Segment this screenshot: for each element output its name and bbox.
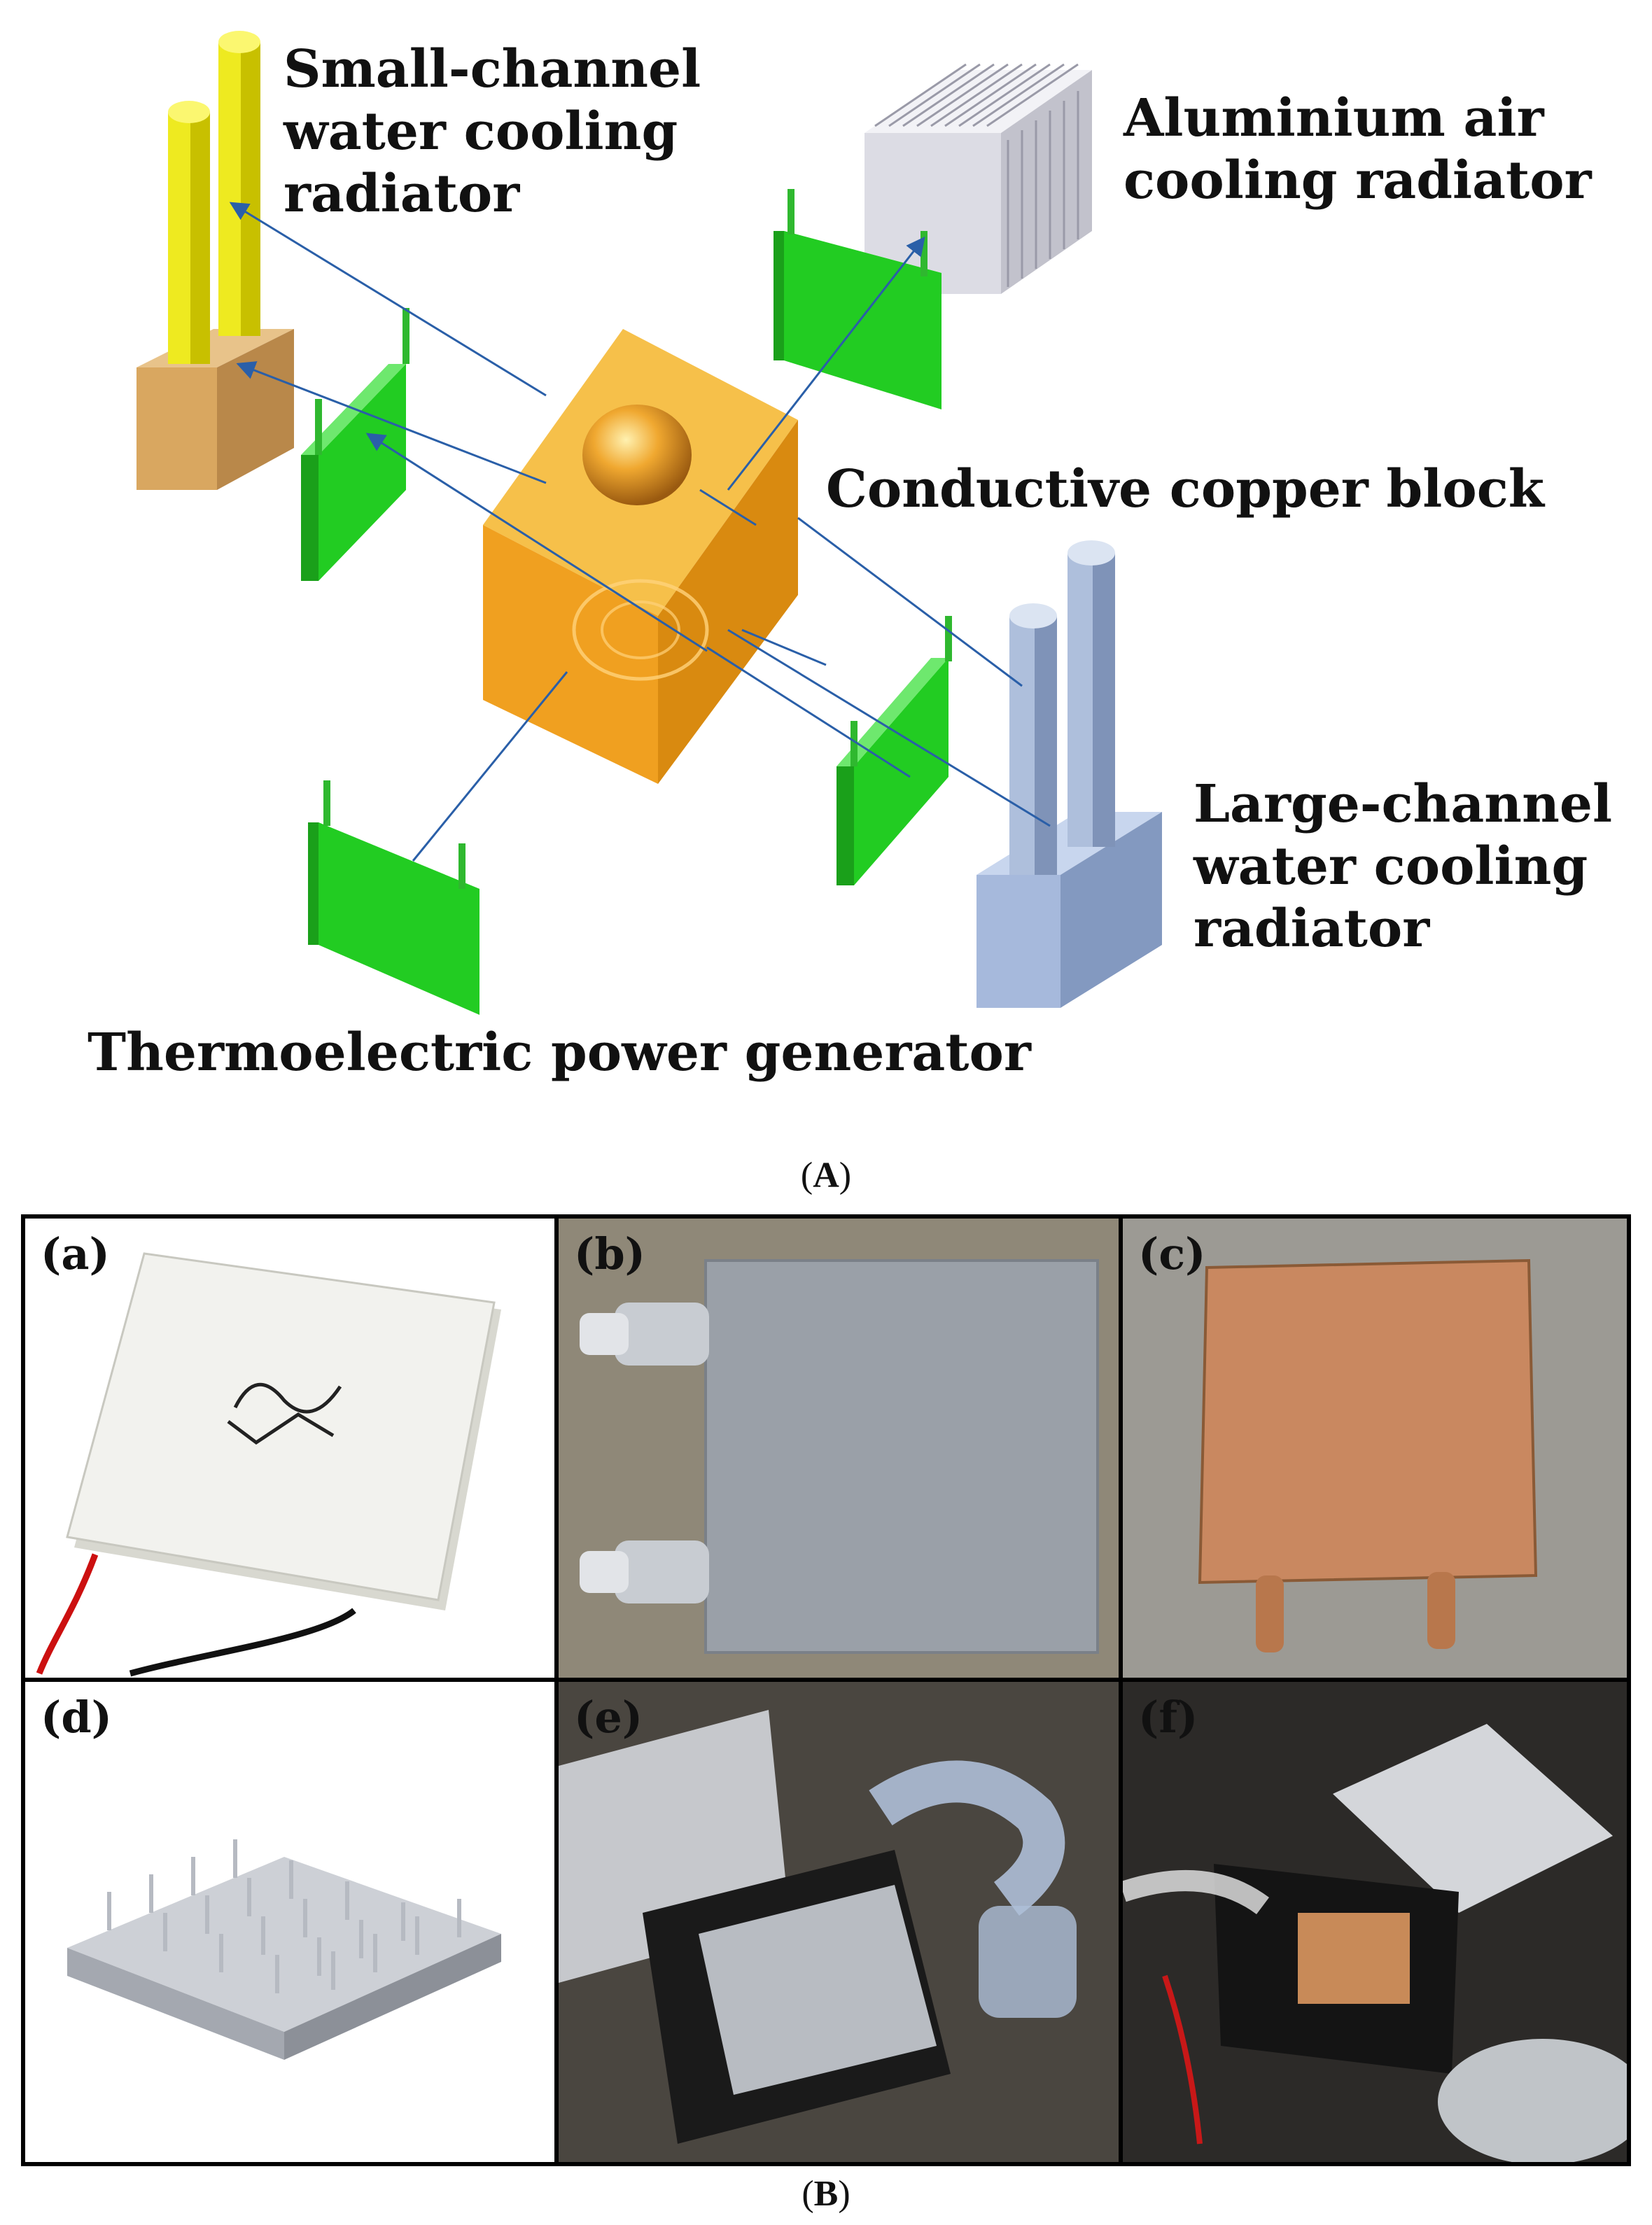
label-copper-block: Conductive copper block xyxy=(826,459,1545,519)
photo-label-e: (e) xyxy=(574,1692,643,1743)
label-large-channel: Large-channel water cooling radiator xyxy=(1194,774,1613,959)
large-channel-radiator xyxy=(976,540,1162,1008)
photo-panel-d: (d) xyxy=(25,1682,554,2162)
copper-block xyxy=(483,329,798,784)
photo-panel-f: (f) xyxy=(1123,1682,1627,2162)
label-small-channel: Small-channel water cooling radiator xyxy=(284,39,701,224)
photo-panel-a: (a) xyxy=(25,1219,554,1678)
aluminium-air-radiator xyxy=(864,63,1092,294)
copper-plate-icon xyxy=(1198,1258,1538,1652)
teg-module-icon xyxy=(36,1252,501,1677)
exploded-diagram xyxy=(136,31,1162,1015)
heat-sink-icon xyxy=(67,1839,501,2060)
photo-label-f: (f) xyxy=(1138,1692,1198,1743)
assembly-arrows xyxy=(229,202,1051,862)
photo-label-b: (b) xyxy=(574,1228,646,1279)
small-channel-radiator xyxy=(136,31,294,490)
teg-plate-top xyxy=(774,189,941,409)
teg-plate-bottom xyxy=(308,780,479,1015)
photo-panel-e: (e) xyxy=(559,1682,1119,2162)
photo-label-c: (c) xyxy=(1138,1228,1206,1279)
photo-grid: (a) (b) (c) xyxy=(21,1214,1631,2166)
caption-a: (A) xyxy=(800,1156,852,1195)
photo-label-a: (a) xyxy=(41,1228,110,1279)
water-block-icon xyxy=(580,1259,1099,1654)
photo-panel-b: (b) xyxy=(559,1219,1119,1678)
caption-b: (B) xyxy=(802,2174,850,2214)
photo-label-d: (d) xyxy=(41,1692,113,1743)
assembly-photo-icon xyxy=(1123,1724,1627,2162)
assembly-photo-icon xyxy=(559,1710,1077,2144)
label-teg: Thermoelectric power generator xyxy=(88,1023,1031,1083)
teg-plate-right xyxy=(836,616,952,885)
label-aluminium-air: Aluminium air cooling radiator xyxy=(1124,88,1592,211)
photo-panel-c: (c) xyxy=(1123,1219,1627,1678)
teg-plate-left xyxy=(301,308,410,581)
